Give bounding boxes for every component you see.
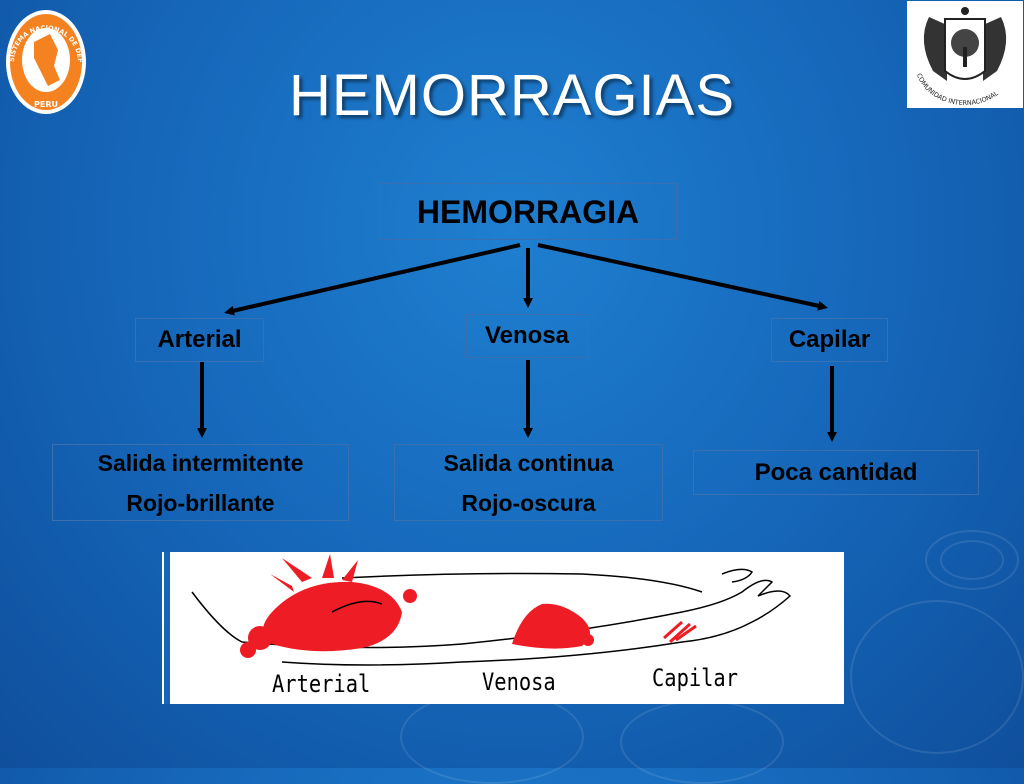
type-label: Arterial	[157, 326, 242, 353]
background-ripple	[925, 530, 1019, 590]
detail-line: Poca cantidad	[754, 458, 918, 486]
arrow-root-to-arterial	[224, 243, 521, 316]
type-node-capilar: Capilar	[771, 318, 888, 362]
background-ripple	[620, 700, 784, 784]
illustration-label-arterial: Arterial	[272, 670, 371, 698]
detail-node-arterial: Salida intermitente Rojo-brillante	[52, 444, 349, 521]
type-node-arterial: Arterial	[135, 318, 264, 362]
illustration-label-venosa: Venosa	[482, 668, 556, 696]
root-label: HEMORRAGIA	[416, 193, 640, 230]
logo-country-text: PERU	[34, 100, 58, 109]
type-label: Venosa	[484, 322, 570, 349]
detail-node-capilar: Poca cantidad	[693, 450, 979, 495]
capillary-blood	[663, 620, 697, 644]
detail-line: Salida intermitente	[97, 449, 304, 476]
venous-blood	[512, 603, 594, 649]
background-ripple	[850, 600, 1024, 754]
arterial-blood	[240, 554, 417, 658]
detail-line: Salida continua	[443, 449, 614, 476]
illustration-label-capilar: Capilar	[652, 664, 738, 692]
shield-icon: COMUNIDAD INTERNACIONAL	[915, 7, 1007, 107]
background-ripple	[400, 690, 584, 784]
detail-line: Rojo-brillante	[126, 489, 275, 516]
type-label: Capilar	[788, 326, 871, 353]
detail-line: Rojo-oscura	[461, 489, 596, 516]
slide-title: HEMORRAGIAS	[288, 63, 736, 128]
arm-illustration: Arterial Venosa Capilar	[162, 552, 844, 704]
illustration-edge-bar	[164, 552, 170, 704]
university-logo: COMUNIDAD INTERNACIONAL	[907, 1, 1023, 108]
detail-node-venosa: Salida continua Rojo-oscura	[394, 444, 663, 521]
root-node: HEMORRAGIA	[379, 183, 677, 240]
defensa-civil-logo: SISTEMA NACIONAL DE DEFENSA CIVIL PERU	[4, 4, 86, 114]
arm-drawing	[191, 554, 792, 666]
type-node-venosa: Venosa	[466, 314, 588, 358]
arrow-root-to-capilar	[537, 243, 828, 311]
